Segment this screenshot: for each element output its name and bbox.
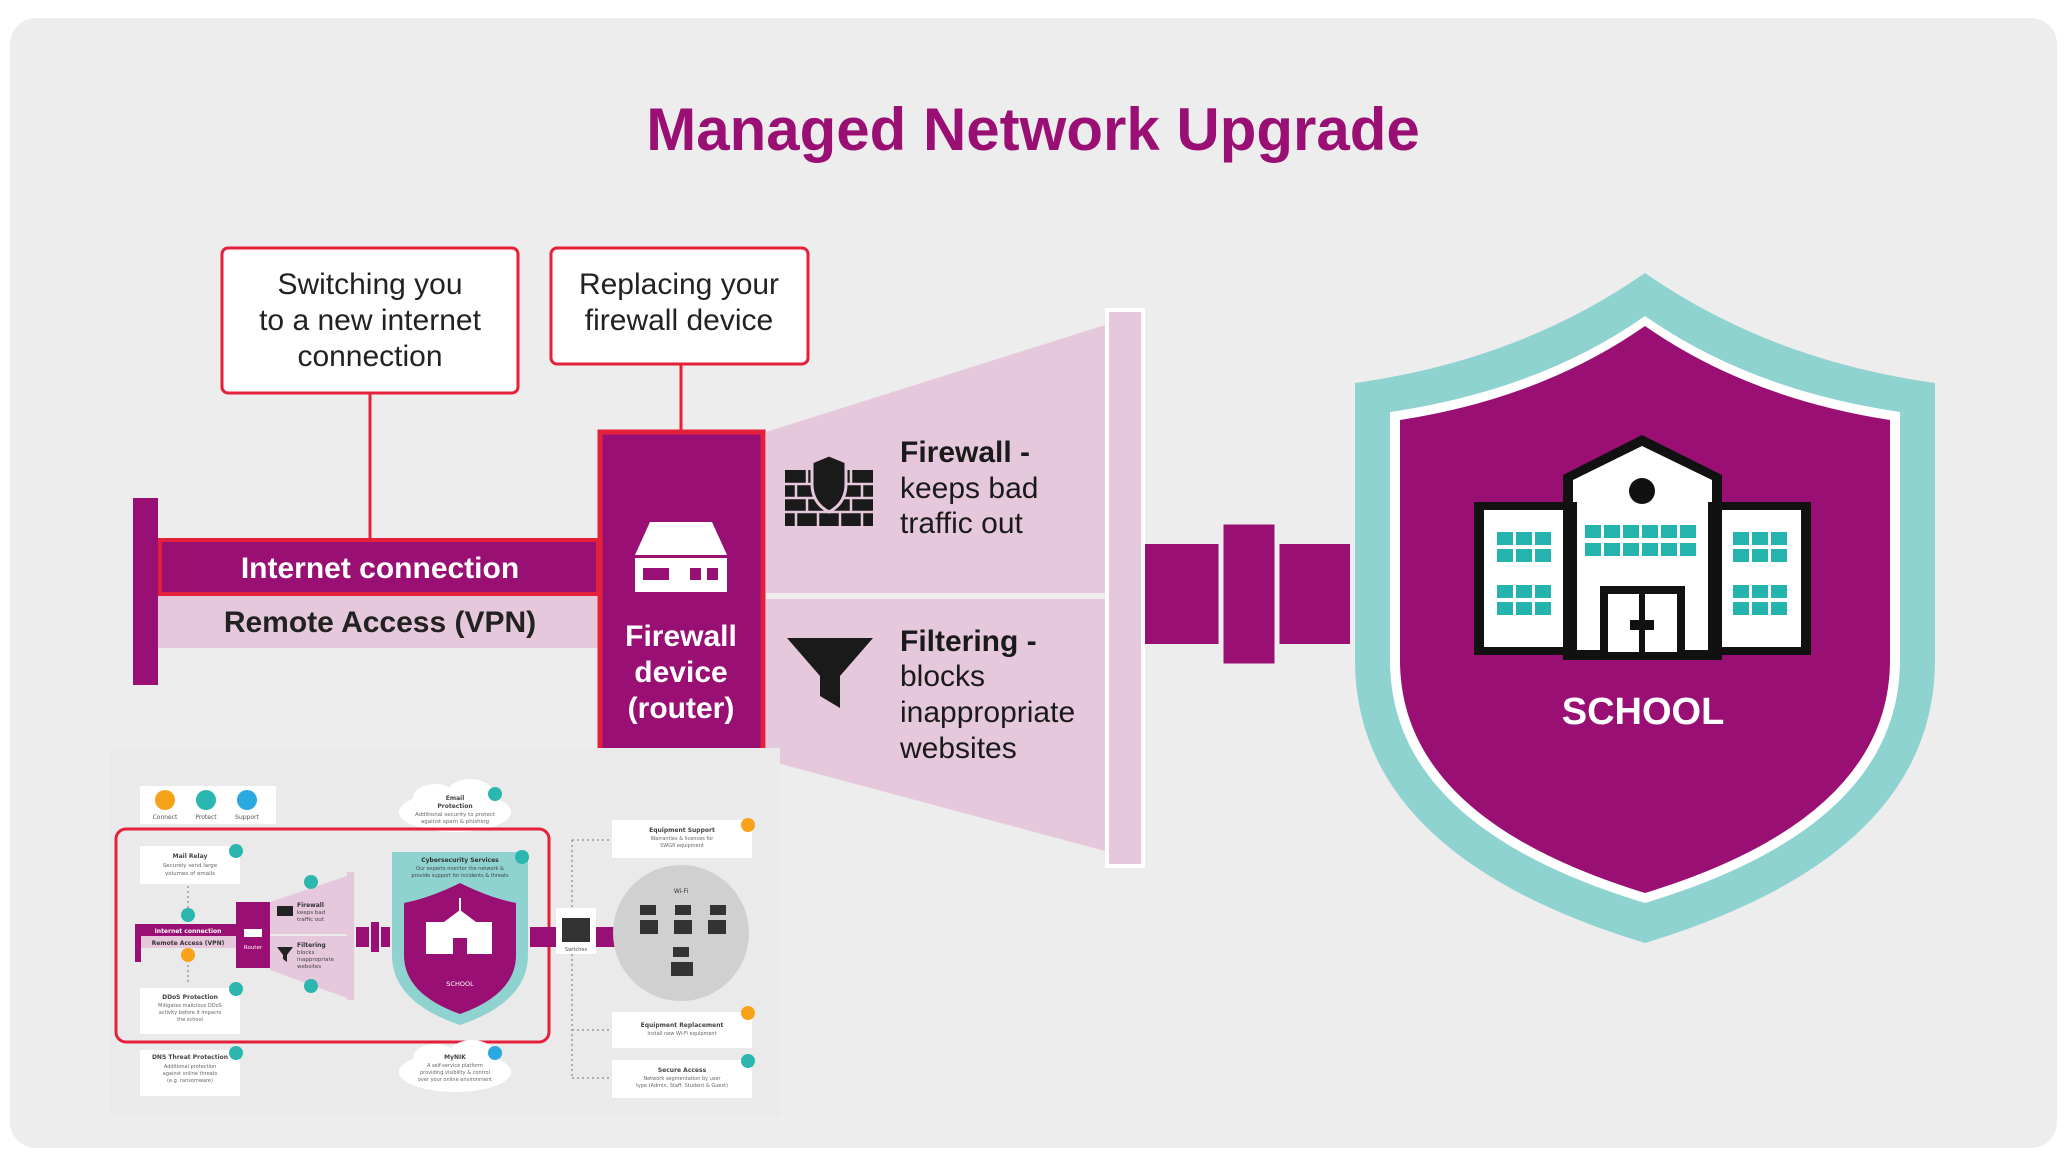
overview-thumbnail: Connect Protect Support Email Protection…: [110, 748, 780, 1116]
thumb-router-label: Router: [244, 945, 263, 951]
thumb-school-label: SCHOOL: [446, 980, 474, 988]
thumb-mail-relay-line-1: Securely send large: [163, 863, 218, 869]
thumb-eq-support-line-2: SWGfl equipment: [660, 843, 704, 849]
thumb-ddos-line-2: activity before it impacts: [159, 1010, 222, 1016]
vpn-label: Remote Access (VPN): [224, 606, 536, 639]
router-line-1: Firewall: [625, 620, 737, 653]
callout-firewall: Replacing your firewall device: [549, 246, 810, 366]
thumb-secure-line-2: type (Admin, Staff, Student & Guest): [636, 1083, 728, 1089]
firewall-feature-title: Firewall -: [900, 436, 1030, 469]
firewall-feature-line-1: keeps bad: [900, 472, 1038, 505]
callout-internet-line-1: Switching you: [277, 268, 462, 301]
protect-icon: [196, 790, 216, 810]
thumb-email-title: Email: [446, 795, 465, 802]
router-block: Firewall device (router): [597, 429, 766, 755]
filtering-feature-line-3: websites: [899, 732, 1017, 765]
thumb-wifi-label: Wi-Fi: [674, 888, 689, 895]
thumb-cyber-line-1: Our experts monitor the network &: [416, 866, 504, 872]
thumb-cyber-line-2: provide support for incidents & threats: [411, 873, 509, 879]
thumb-filtering-line-1: blocks: [297, 950, 315, 956]
filter-funnel-icon: [787, 638, 873, 708]
thumb-protect-label: Protect: [195, 814, 217, 821]
callout-internet: Switching you to a new internet connecti…: [220, 246, 520, 395]
thumb-filtering-line-3: websites: [297, 964, 321, 970]
thumb-email-cloud: Email Protection Additional security to …: [399, 779, 511, 832]
funnel-end-plate: [1105, 308, 1145, 868]
school-label: SCHOOL: [1562, 691, 1725, 733]
thumb-dns-line-2: against online threats: [163, 1071, 218, 1077]
thumb-support-label: Support: [235, 814, 259, 821]
thumb-secure-title: Secure Access: [658, 1067, 707, 1074]
thumb-ddos-line-3: the school: [177, 1017, 203, 1023]
router-line-2: device: [634, 656, 727, 689]
firewall-feature-line-2: traffic out: [900, 507, 1024, 540]
filtering-feature-line-1: blocks: [900, 660, 985, 693]
thumb-mylink-cloud: MyNIK A self-service platform providing …: [399, 1040, 511, 1092]
thumb-mylink-line-2: providing visibility & control: [420, 1070, 490, 1076]
connect-icon: [155, 790, 175, 810]
thumb-firewall-line-1: keeps bad: [297, 910, 325, 916]
support-icon: [237, 790, 257, 810]
router-line-3: (router): [628, 692, 735, 725]
callout-internet-line-2: to a new internet: [259, 304, 481, 337]
thumb-ddos-title: DDoS Protection: [162, 994, 218, 1001]
thumb-eq-replace-title: Equipment Replacement: [641, 1022, 724, 1029]
vpn-pipe: [158, 594, 598, 648]
thumb-vpn-label: Remote Access (VPN): [152, 940, 225, 947]
pipe-end-cap: [133, 498, 158, 685]
thumb-eq-support-line-1: Warranties & licences for: [651, 836, 715, 842]
thumb-email-line-3: against spam & phishing: [421, 819, 489, 825]
internet-label: Internet connection: [241, 552, 519, 585]
thumb-eq-support-title: Equipment Support: [649, 827, 715, 834]
thumb-connect-label: Connect: [153, 814, 178, 821]
callout-firewall-line-1: Replacing your: [579, 268, 779, 301]
thumb-mylink-line-3: over your online environment: [418, 1077, 492, 1083]
thumb-switches-label: Switches: [565, 947, 588, 953]
thumb-dns-line-1: Additional protection: [164, 1064, 216, 1070]
thumb-cyber-title: Cybersecurity Services: [421, 857, 499, 864]
thumb-eq-replace-line-1: Install new Wi-Fi equipment: [647, 1031, 716, 1037]
thumb-email-line-2: Additional security to protect: [415, 812, 496, 818]
thumb-firewall-title: Firewall: [297, 902, 324, 909]
filtering-feature-title: Filtering -: [900, 625, 1037, 658]
thumb-mylink-title: MyNIK: [444, 1054, 466, 1061]
school-building-icon: [1474, 435, 1811, 660]
callout-internet-line-3: connection: [297, 340, 442, 373]
router-icon: [635, 522, 727, 592]
thumb-firewall-line-2: traffic out: [297, 917, 325, 923]
filtering-feature-line-2: inappropriate: [900, 696, 1075, 729]
brick-wall-icon: [785, 453, 873, 526]
callout-firewall-line-2: firewall device: [585, 304, 773, 337]
school-connector-coupling: [1218, 519, 1280, 669]
thumb-dns-title: DNS Threat Protection: [152, 1054, 228, 1061]
thumb-filtering-line-2: inappropriate: [297, 957, 335, 963]
thumb-dns-line-3: (e.g. ransomware): [167, 1078, 213, 1084]
page-title: Managed Network Upgrade: [646, 96, 1419, 163]
thumb-mylink-line-1: A self-service platform: [427, 1063, 483, 1069]
shield-icon: [810, 453, 848, 514]
thumb-filtering-title: Filtering: [297, 942, 326, 949]
thumb-email-line-1: Protection: [437, 803, 472, 810]
thumb-secure-line-1: Network segmentation by user: [643, 1076, 721, 1082]
thumb-mail-relay-line-2: volumes of emails: [165, 871, 215, 877]
thumb-internet-label: Internet connection: [155, 928, 222, 935]
thumb-mail-relay-title: Mail Relay: [173, 853, 208, 860]
thumb-ddos-line-1: Mitigates malicious DDoS: [158, 1003, 222, 1009]
thumb-mail-relay: Mail Relay Securely send large volumes o…: [140, 844, 243, 884]
